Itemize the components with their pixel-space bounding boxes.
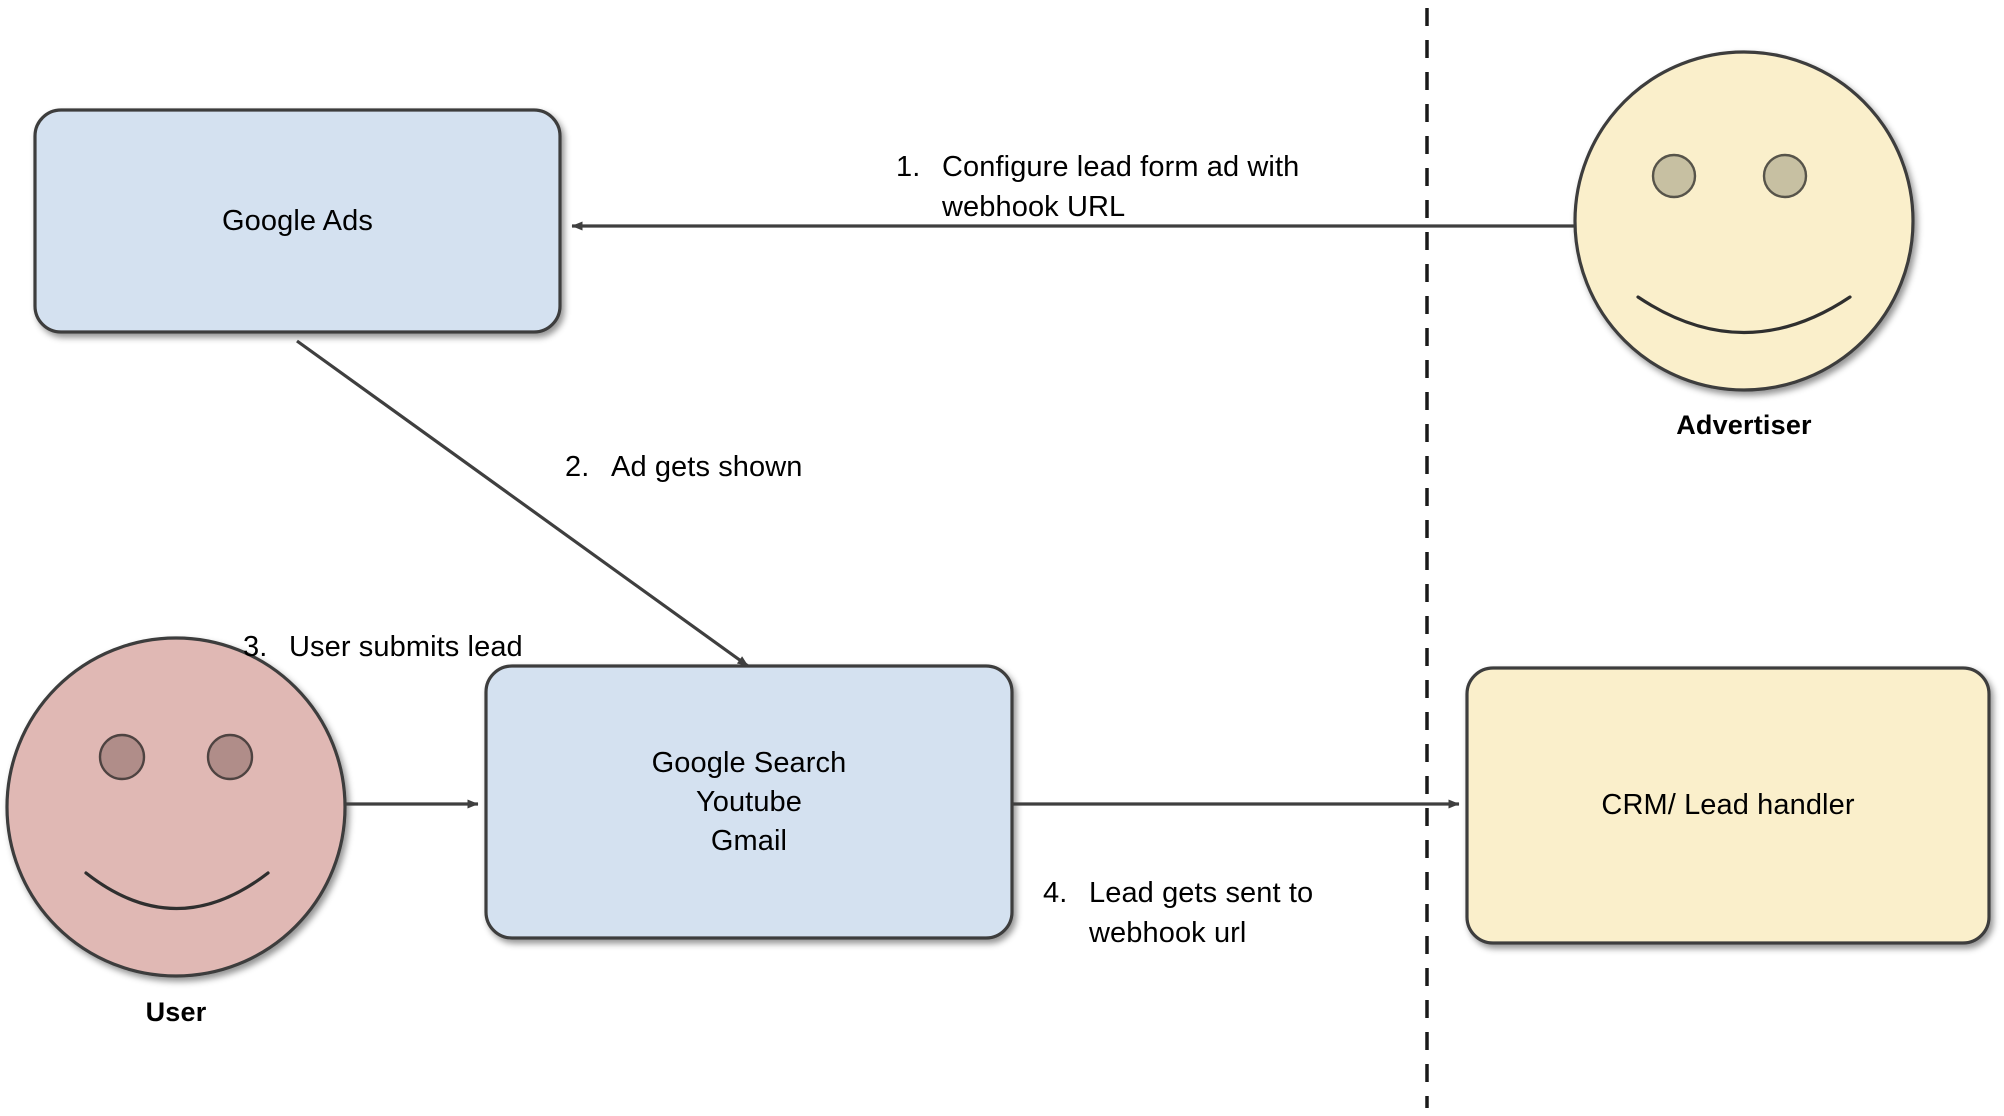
edge-4-number: 4. [1043, 877, 1068, 909]
edge-2-number: 2. [565, 451, 590, 483]
node-google-surfaces[interactable] [484, 664, 1014, 940]
edge-2-label: 2. Ad gets shown [565, 407, 985, 487]
edge-3-label: 3. User submits lead [243, 587, 663, 667]
actor-advertiser-caption: Advertiser [1676, 410, 1812, 440]
node-google-ads[interactable] [33, 108, 562, 334]
edge-3-text: User submits lead [289, 631, 523, 663]
actor-user-caption: User [145, 997, 207, 1027]
edge-2-text: Ad gets shown [611, 451, 803, 483]
edge-1-number: 1. [896, 151, 921, 183]
actor-user[interactable] [5, 636, 347, 978]
actor-advertiser[interactable] [1573, 50, 1915, 392]
advertiser-smile-icon [1636, 295, 1852, 335]
user-left-eye-icon [98, 733, 146, 781]
edge-4-text: Lead gets sent to webhook url [1089, 877, 1314, 949]
node-crm[interactable] [1465, 666, 1991, 945]
advertiser-right-eye-icon [1762, 153, 1808, 199]
advertiser-left-eye-icon [1651, 153, 1697, 199]
edge-4-label: 4. Lead gets sent to webhook url [1043, 833, 1443, 953]
edge-1-text: Configure lead form ad with webhook URL [942, 151, 1300, 223]
user-face-circle [5, 636, 347, 978]
edge-1-label: 1. Configure lead form ad with webhook UR… [896, 107, 1416, 227]
user-right-eye-icon [206, 733, 254, 781]
user-smile-icon [84, 871, 270, 910]
edge-2-arrow [296, 339, 749, 668]
advertiser-face-circle [1573, 50, 1915, 392]
edge-3-number: 3. [243, 631, 268, 663]
